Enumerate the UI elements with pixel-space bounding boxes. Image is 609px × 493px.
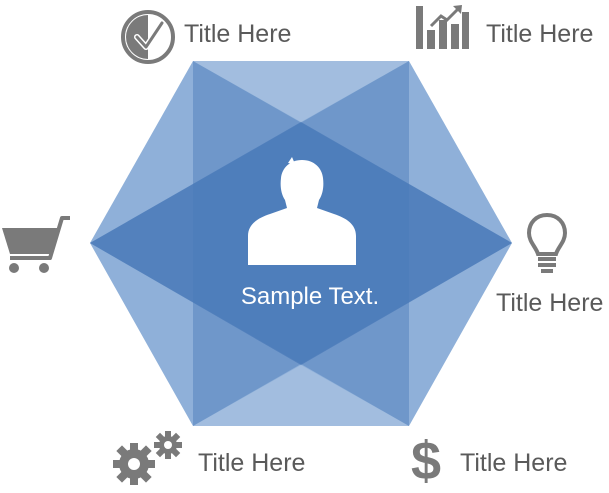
title-bottom-right: Title Here [460,449,568,477]
title-top-right: Title Here [486,20,594,48]
hexagon-triangle-top [193,61,409,122]
center-text: Sample Text. [240,283,380,310]
dollar-sign-icon: $ [411,431,441,488]
gears-icon [113,431,182,485]
svg-text:$: $ [411,431,441,488]
title-top-left: Title Here [184,20,292,48]
title-bottom-left: Title Here [198,449,306,477]
title-right: Title Here [496,289,604,317]
shopping-cart-icon [2,216,70,273]
person-silhouette-icon [248,157,356,265]
lightbulb-icon [526,212,568,273]
bar-chart-growth-icon [416,5,469,49]
clock-check-icon [121,10,175,64]
hexagon-triangle-bottom [193,365,409,426]
